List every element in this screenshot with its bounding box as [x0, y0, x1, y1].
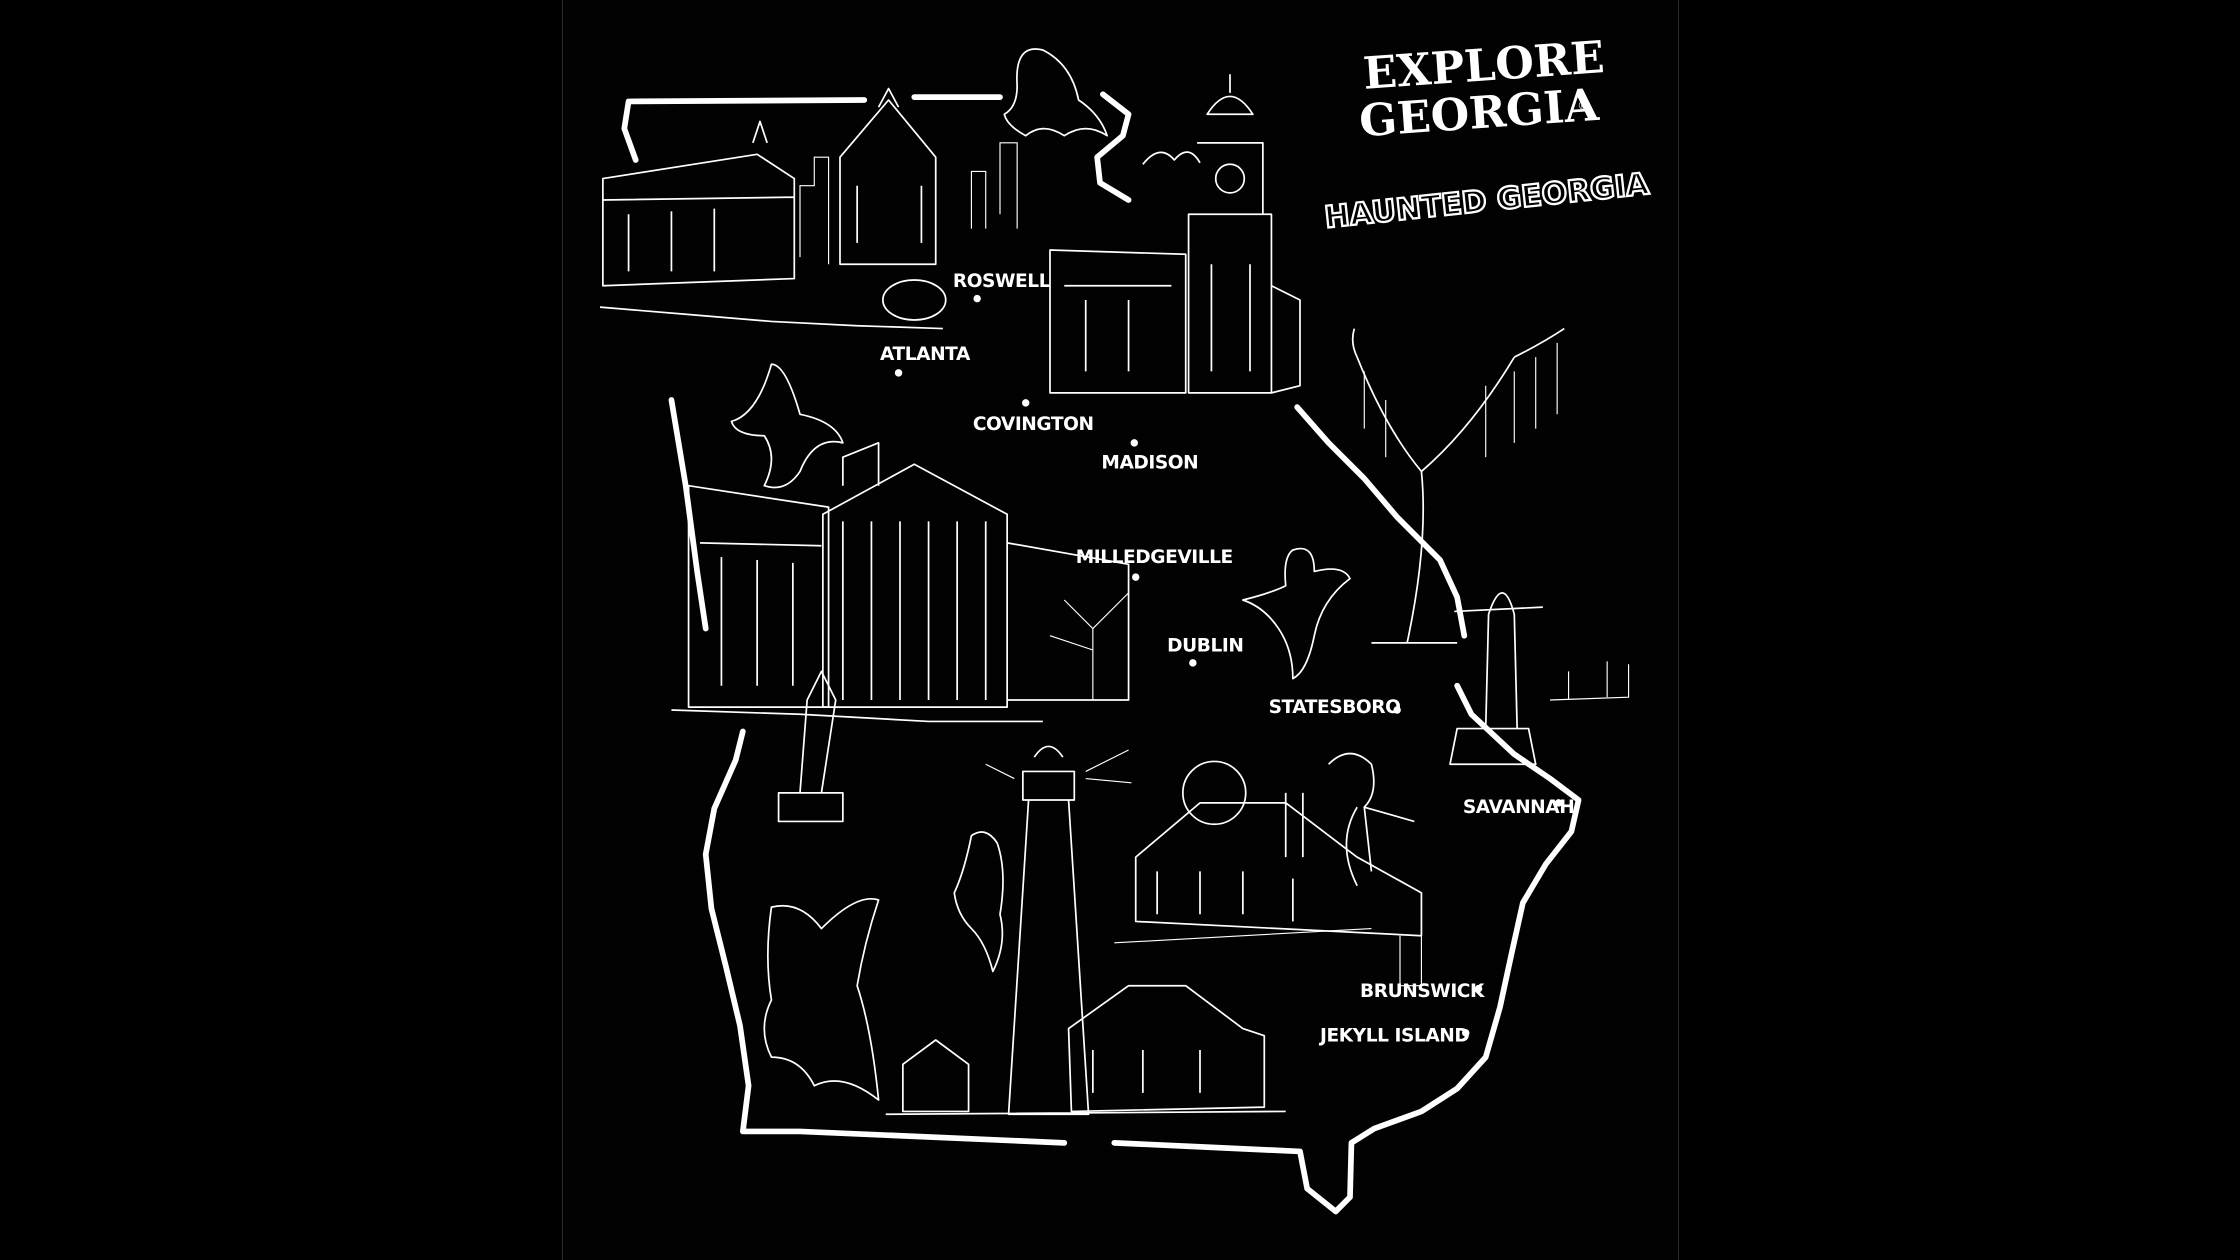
city-dot — [1189, 659, 1197, 667]
ghost-icon — [953, 831, 1004, 973]
lighthouse-illustration — [902, 745, 1132, 1116]
city-brunswick[interactable]: BRUNSWICK — [1360, 981, 1485, 1002]
city-dot — [1022, 399, 1030, 407]
registered-mark: ® — [1577, 98, 1589, 113]
city-label: MILLEDGEVILLE — [1076, 547, 1233, 568]
city-covington[interactable]: COVINGTON — [973, 399, 1094, 435]
plantation-house-illustration — [1114, 760, 1423, 987]
city-label: STATESBORO — [1269, 697, 1401, 718]
city-label: ROSWELL — [953, 271, 1051, 292]
georgia-state-outline — [621, 91, 1582, 1215]
city-label: SAVANNAH — [1463, 797, 1575, 818]
city-statesboro[interactable]: STATESBORO — [1269, 697, 1401, 718]
city-madison[interactable]: MADISON — [1101, 439, 1199, 474]
city-dot — [1130, 439, 1138, 447]
city-dot — [1554, 799, 1563, 807]
oak-tree-illustration — [1351, 327, 1565, 644]
atlanta-mansion-illustration — [599, 87, 1018, 330]
haunted-georgia-title: HAUNTED GEORGIA — [1323, 167, 1652, 236]
keeper-house-illustration — [885, 984, 1286, 1116]
city-dot — [1462, 1029, 1470, 1037]
milledgeville-building-illustration — [671, 442, 1130, 823]
city-atlanta[interactable]: ATLANTA — [880, 344, 971, 377]
city-label: MADISON — [1101, 453, 1198, 474]
city-dot — [1132, 573, 1140, 581]
city-markers: ROSWELL ATLANTA COVINGTON MADISON MILLED… — [880, 271, 1575, 1046]
city-roswell[interactable]: ROSWELL — [953, 271, 1051, 303]
city-label: JEKYLL ISLAND — [1318, 1025, 1469, 1046]
savannah-statue-illustration — [1449, 592, 1630, 766]
city-dublin[interactable]: DUBLIN — [1167, 635, 1244, 667]
city-dot — [973, 294, 981, 303]
covington-courthouse-illustration — [1049, 74, 1301, 394]
ghost-icon — [763, 898, 880, 1101]
ghost-illustrations — [730, 48, 1415, 1101]
city-dot — [1474, 984, 1483, 993]
city-label: ATLANTA — [880, 344, 971, 365]
city-label: DUBLIN — [1167, 635, 1243, 656]
city-dot — [1393, 706, 1401, 714]
city-label: COVINGTON — [973, 414, 1094, 435]
city-label: BRUNSWICK — [1360, 981, 1485, 1002]
ghost-icon — [1242, 547, 1351, 680]
explore-georgia-logo: EXPLORE GEORGIA ® — [1358, 31, 1606, 147]
ghost-icon — [730, 363, 844, 489]
zombie-figure-icon — [1327, 752, 1415, 887]
poster-panel — [562, 0, 1679, 1260]
city-jekyll-island[interactable]: JEKYLL ISLAND — [1318, 1025, 1470, 1046]
ghost-icon — [1003, 48, 1108, 137]
city-milledgeville[interactable]: MILLEDGEVILLE — [1076, 547, 1233, 581]
city-dot — [894, 369, 903, 377]
city-savannah[interactable]: SAVANNAH — [1463, 797, 1575, 818]
